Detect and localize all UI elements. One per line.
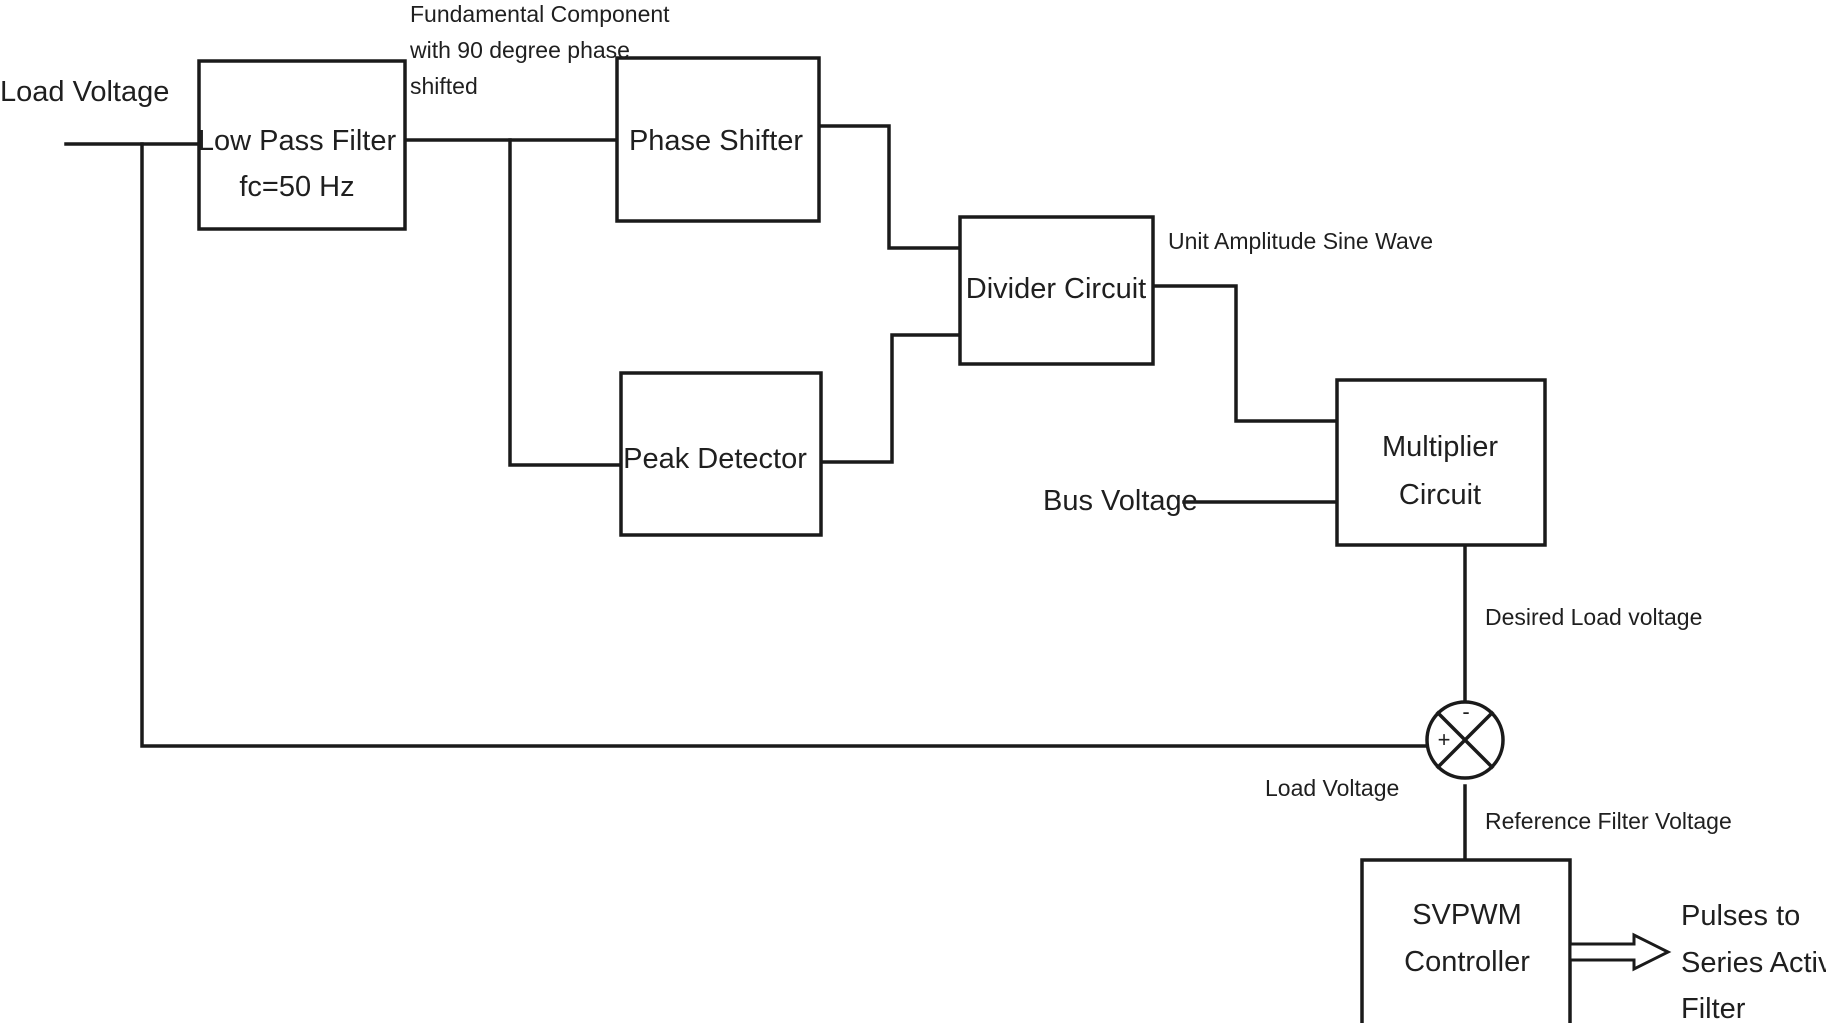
- phase-shifter-label: Phase Shifter: [629, 125, 803, 157]
- fundamental-component-line-2: with 90 degree phase: [409, 37, 630, 63]
- summer-minus-sign: -: [1462, 699, 1469, 724]
- desired-load-voltage-label: Desired Load voltage: [1485, 604, 1702, 630]
- wire-divider-to-multiplier: [1151, 284, 1339, 423]
- lpf-label-line-2: fc=50 Hz: [239, 171, 354, 203]
- wire-peak-detector-to-divider: [819, 333, 962, 464]
- wire-branch-to-peak-detector: [508, 138, 623, 467]
- block-divider-circuit: Divider Circuit: [958, 215, 1155, 366]
- lpf-label-line-1: Low Pass Filter: [198, 125, 397, 157]
- multiplier-label-line-2: Circuit: [1399, 479, 1481, 511]
- fundamental-component-line-1: Fundamental Component: [410, 1, 670, 27]
- block-svpwm-controller: SVPWM Controller: [1360, 858, 1572, 1023]
- load-voltage-feedback-label: Load Voltage: [1265, 775, 1399, 801]
- bus-voltage-label: Bus Voltage: [1043, 485, 1198, 517]
- summing-junction: + -: [1425, 699, 1505, 780]
- unit-amplitude-sine-wave-label: Unit Amplitude Sine Wave: [1168, 228, 1433, 254]
- divider-circuit-label: Divider Circuit: [966, 273, 1146, 305]
- pulses-output-line-3: Filter: [1681, 993, 1746, 1023]
- block-peak-detector: Peak Detector: [619, 371, 823, 537]
- block-phase-shifter: Phase Shifter: [615, 56, 821, 223]
- block-multiplier-circuit: Multiplier Circuit: [1335, 378, 1547, 547]
- wire-phase-shifter-to-divider: [817, 124, 962, 250]
- peak-detector-label: Peak Detector: [623, 443, 807, 475]
- wires: [64, 124, 1467, 862]
- wire-load-voltage-feedback: [140, 142, 1431, 748]
- pulses-output-line-1: Pulses to: [1681, 900, 1800, 932]
- reference-filter-voltage-label: Reference Filter Voltage: [1485, 808, 1732, 834]
- block-low-pass-filter: Low Pass Filter fc=50 Hz: [197, 59, 407, 231]
- summer-plus-sign: +: [1438, 727, 1451, 752]
- fundamental-component-line-3: shifted: [410, 73, 478, 99]
- svpwm-label-line-2: Controller: [1404, 946, 1530, 978]
- output-arrow: [1568, 932, 1672, 972]
- svpwm-label-line-1: SVPWM: [1412, 899, 1522, 931]
- load-voltage-input-label: Load Voltage: [0, 76, 169, 108]
- multiplier-label-line-1: Multiplier: [1382, 431, 1498, 463]
- pulses-output-line-2: Series Active: [1681, 947, 1826, 979]
